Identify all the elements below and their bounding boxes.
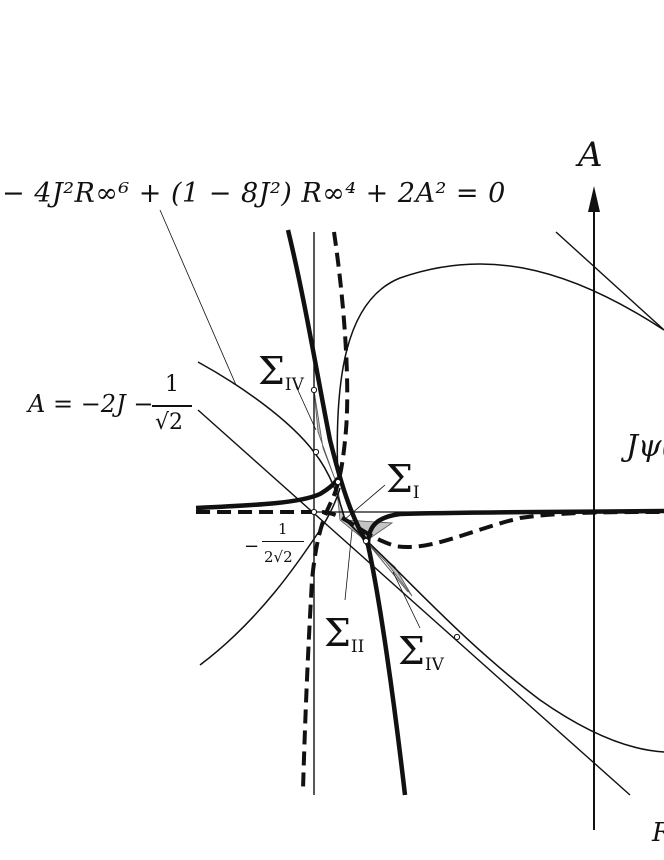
r-axis-label: R (652, 820, 664, 846)
sigma-subscript: IV (284, 375, 304, 395)
sigma-ii-leader (344, 529, 353, 601)
large-loop-curve (336, 263, 664, 481)
upper-right-tangent-line (555, 231, 664, 331)
line-frac-numerator: 1 (165, 372, 179, 397)
line-equation-fraction: 1 √2 (152, 372, 192, 444)
thick-steep-curve (285, 229, 408, 796)
sigma-subscript: IV (424, 655, 444, 675)
marker-point (310, 386, 318, 394)
line-equation-label: A = −2J − (28, 392, 153, 416)
sigma-symbol: Σ (386, 457, 413, 501)
marker-point (362, 537, 370, 545)
sigma-subscript: I (412, 483, 420, 503)
marker-point (453, 633, 461, 641)
top-equation-label: − 4J²R∞⁶ + (1 − 8J²) R∞⁴ + 2A² = 0 (2, 178, 506, 209)
j-psi-label: Jψ( (626, 429, 664, 464)
line-a-equals-minus-2j (197, 409, 631, 796)
dashed-steep-curve (301, 231, 350, 791)
a-axis-arrowhead (588, 186, 600, 212)
marker-point (312, 448, 320, 456)
sigma-symbol: Σ (324, 611, 351, 655)
sigma-i-label: ΣI (386, 457, 420, 502)
thick-left-branch (195, 476, 341, 511)
sigma-symbol: Σ (258, 349, 285, 393)
line-frac-bar (152, 405, 192, 407)
sigma-iv-top-leader (295, 385, 317, 431)
sigma-subscript: II (350, 637, 365, 657)
dashed-horizontal-curve (195, 509, 664, 549)
equation-leader-line (159, 209, 237, 386)
line-equation-prefix: A = −2J − (28, 390, 154, 418)
marker-point (310, 508, 318, 516)
sigma-iv-bottom-label: ΣIV (398, 629, 444, 674)
lower-sweep-curve (344, 519, 664, 753)
sigma-iv-top-label: ΣIV (258, 349, 304, 394)
sigma-symbol: Σ (398, 629, 425, 673)
sigma-iv-bottom-leader (392, 571, 421, 629)
a-axis-label: A (578, 135, 603, 175)
line-frac-denominator: √2 (155, 410, 184, 435)
thick-right-branch (365, 508, 664, 546)
sigma-ii-label: ΣII (324, 611, 364, 656)
half-root-denominator: 2√2 (264, 548, 293, 566)
half-root-neg-sign: − (244, 536, 260, 557)
half-root-numerator: 1 (278, 520, 288, 538)
lower-hyperbola-curve (199, 487, 341, 666)
sigma-i-leader (343, 484, 386, 521)
marker-point (334, 478, 342, 486)
half-root-bar (262, 541, 304, 543)
